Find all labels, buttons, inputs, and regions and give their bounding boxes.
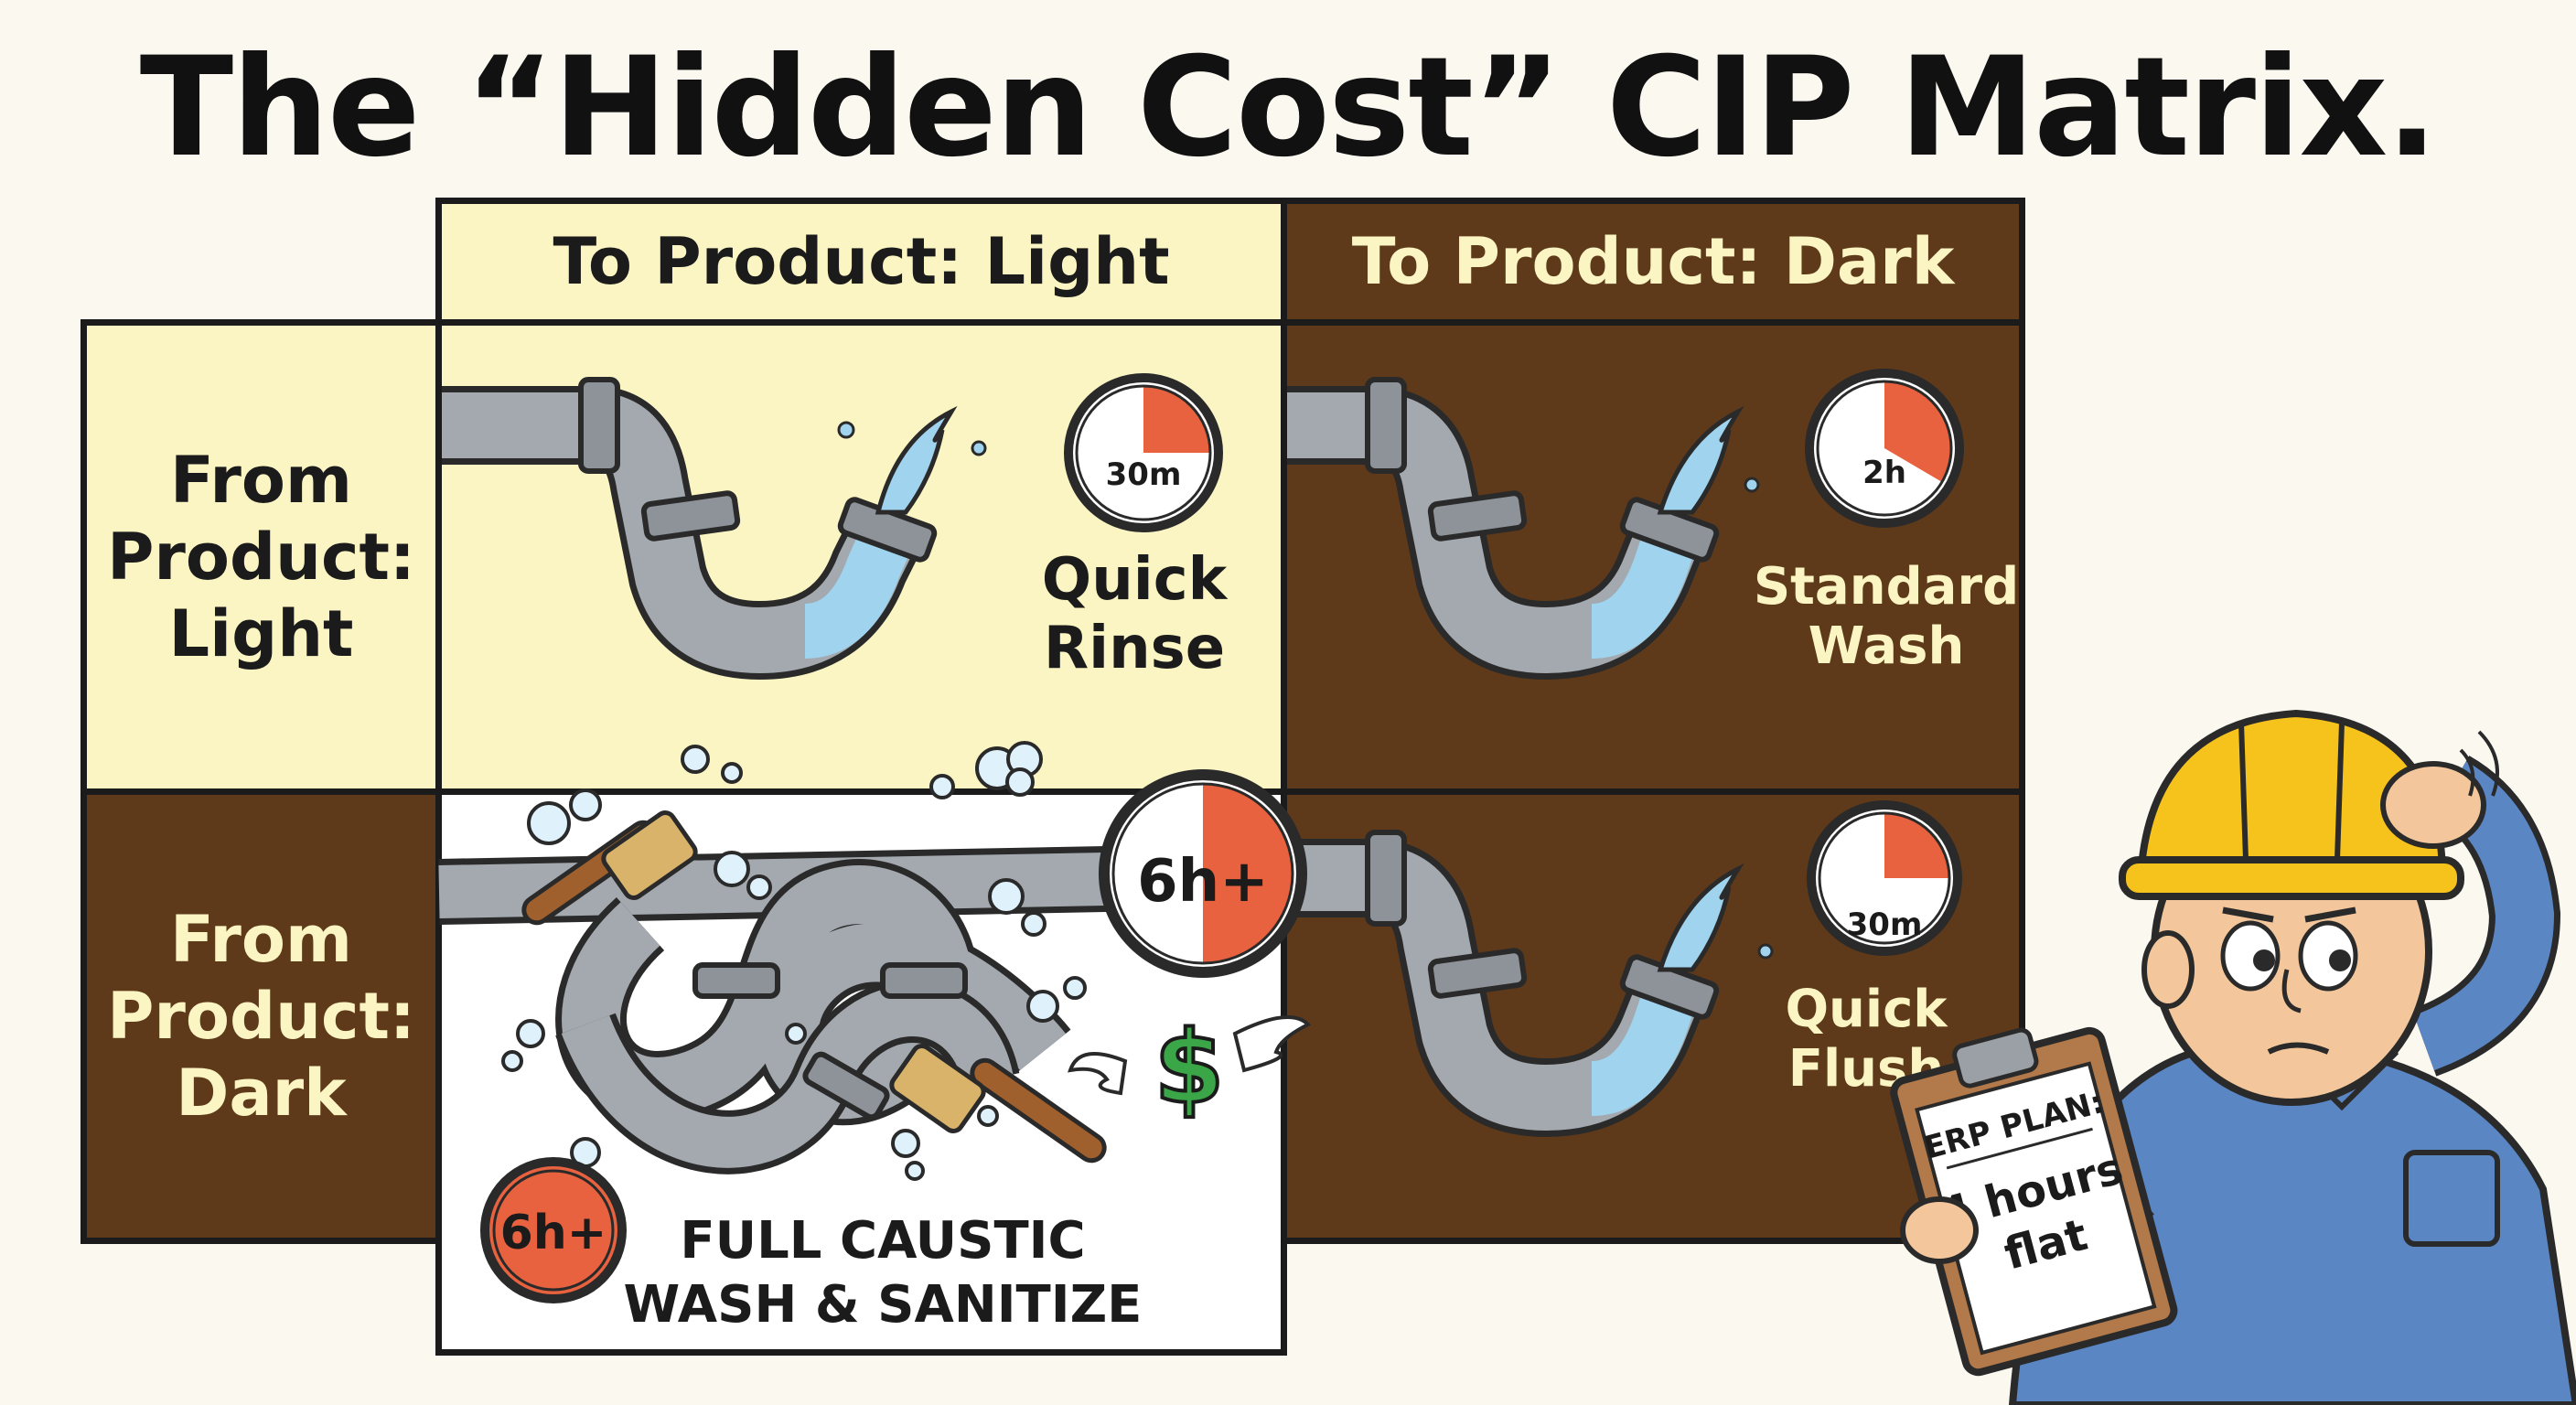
cell-label: Standard bbox=[1754, 557, 2019, 617]
scrub-brush-icon bbox=[521, 810, 698, 926]
cell-label: Quick bbox=[1042, 546, 1229, 614]
cell-label: Quick bbox=[1785, 980, 1948, 1039]
clipboard-icon: ERP PLAN: 4 hours flat bbox=[1890, 1026, 2178, 1377]
timer-label: 2h bbox=[1862, 455, 1906, 491]
timer-icon: 30m bbox=[1807, 800, 1962, 956]
timer-label: 6h+ bbox=[500, 1206, 607, 1260]
column-header-dark: To Product: Dark bbox=[1281, 198, 2025, 326]
cell-label: Rinse bbox=[1044, 615, 1225, 682]
cell-label: Wash bbox=[1809, 617, 1965, 676]
cell-label: FULL CAUSTIC bbox=[680, 1211, 1085, 1271]
column-header-light-label: To Product: Light bbox=[553, 224, 1170, 299]
pipe-water-icon bbox=[1287, 377, 1760, 681]
timer-icon: 30m bbox=[1064, 373, 1223, 532]
pipe-water-icon bbox=[442, 377, 987, 681]
row-header-dark: From Product: Dark bbox=[80, 788, 442, 1244]
row-header-dark-label: From Product: Dark bbox=[107, 902, 415, 1131]
pipe-water-icon bbox=[1287, 830, 1774, 1138]
cell-label: WASH & SANITIZE bbox=[624, 1275, 1143, 1335]
timer-label: 30m bbox=[1847, 906, 1923, 943]
timer-label: 30m bbox=[1106, 456, 1182, 493]
foam-bubbles bbox=[501, 741, 1087, 1181]
dollar-sign: $ bbox=[1154, 1009, 1225, 1126]
column-header-light: To Product: Light bbox=[435, 198, 1287, 326]
timer-icon: 6h+ bbox=[480, 1157, 627, 1303]
scrub-brush-icon bbox=[889, 1044, 1107, 1164]
column-header-dark-label: To Product: Dark bbox=[1351, 224, 1955, 299]
hand bbox=[1900, 1196, 1979, 1264]
timer-icon: 2h bbox=[1805, 369, 1964, 528]
row-header-light: From Product: Light bbox=[80, 319, 442, 795]
row-header-light-label: From Product: Light bbox=[107, 443, 415, 671]
timer-icon: 6h+ bbox=[1099, 769, 1307, 978]
flying-money-icon: $ bbox=[1068, 1007, 1312, 1128]
page-title: The “Hidden Cost” CIP Matrix. bbox=[139, 28, 2438, 188]
timer-label: 6h+ bbox=[1137, 848, 1269, 916]
